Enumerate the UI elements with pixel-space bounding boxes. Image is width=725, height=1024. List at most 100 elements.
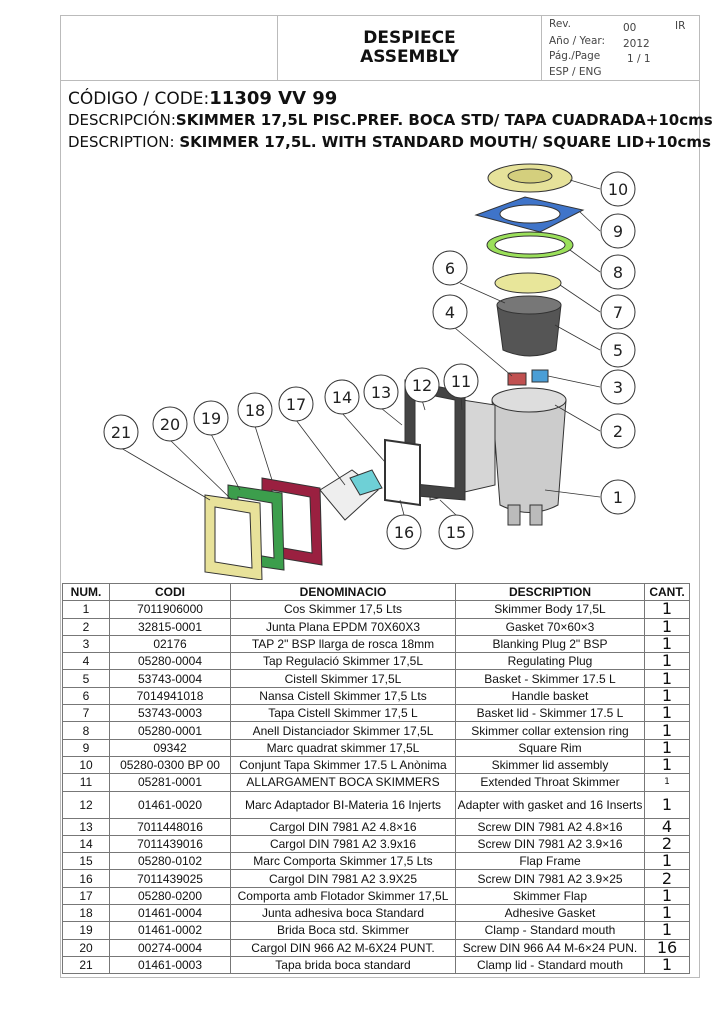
cell-num: 20 [62,938,110,957]
callout-circle [324,379,360,415]
cell-description: Skimmer lid assembly [455,755,645,775]
callout-circle [600,413,636,449]
rev-label: Rev. [549,18,572,30]
cell-cant: 1 [644,686,690,706]
cell-denominacio: Cargol DIN 7981 A2 4.8×16 [230,817,456,836]
callout-2: 2 [600,413,636,449]
descripcion-line: DESCRIPCIÓN:SKIMMER 17,5L PISC.PREF. BOC… [68,111,713,129]
cell-codi: 02176 [109,634,231,654]
cell-codi: 01461-0020 [109,790,231,819]
callout-11: 11 [443,363,479,399]
callout-circle [443,363,479,399]
cell-description: Gasket 70×60×3 [455,617,645,636]
divider [541,15,542,80]
cell-num: 7 [62,704,110,723]
year-value: 2012 [623,38,650,50]
cell-cant: 2 [644,869,690,888]
callout-18: 18 [237,392,273,428]
cell-num: 5 [62,669,110,688]
callout-3: 3 [600,369,636,405]
cell-codi: 09342 [109,738,231,757]
col-description: DESCRIPTION [455,582,645,602]
title-block: DESPIECE ASSEMBLY Rev. 00 IR Año / Year:… [60,15,700,81]
cell-description: Skimmer Body 17,5L [455,600,645,619]
code-line: CÓDIGO / CODE:11309 VV 99 [68,88,337,109]
cell-denominacio: Cos Skimmer 17,5 Lts [230,600,456,619]
callout-number: 5 [613,341,623,360]
cell-codi: 05280-0200 [109,886,231,906]
callout-circle [404,367,440,403]
cell-description: Screw DIN 7981 A2 4.8×16 [455,817,645,836]
cell-description: Regulating Plug [455,652,645,671]
cell-num: 16 [62,869,110,888]
cell-num: 2 [62,617,110,636]
cell-cant: 1 [644,704,690,723]
cell-description: Adhesive Gasket [455,904,645,923]
table-header-row: NUM. CODI DENOMINACIO DESCRIPTION CANT. [62,582,690,602]
callout-circle [600,332,636,368]
cell-codi: 53743-0004 [109,669,231,688]
callout-circle [432,250,468,286]
col-num: NUM. [62,582,110,602]
cell-codi: 01461-0002 [109,921,231,940]
page-value: 1 / 1 [627,53,651,65]
cell-num: 15 [62,852,110,871]
cell-codi: 7011448016 [109,817,231,836]
cell-description: Square Rim [455,738,645,757]
callout-circle [363,374,399,410]
cell-num: 4 [62,652,110,671]
callout-number: 9 [613,222,623,241]
cell-denominacio: Anell Distanciador Skimmer 17,5L [230,721,456,740]
parts-table: NUM. CODI DENOMINACIO DESCRIPTION CANT. … [62,582,690,975]
col-denominacio: DENOMINACIO [230,582,456,602]
cell-cant: 1 [644,790,690,819]
callout-9: 9 [600,213,636,249]
cell-num: 19 [62,921,110,940]
cell-description: Blanking Plug 2" BSP [455,634,645,654]
cell-num: 12 [62,790,110,819]
cell-cant: 1 [644,669,690,688]
cell-codi: 05280-0001 [109,721,231,740]
callout-circle [103,414,139,450]
cell-description: Flap Frame [455,852,645,871]
callout-number: 17 [286,395,306,414]
cell-num: 9 [62,738,110,757]
callout-5: 5 [600,332,636,368]
cell-cant: 1 [644,773,690,792]
flap-frame [384,438,421,507]
cell-cant: 1 [644,600,690,619]
callout-19: 19 [193,400,229,436]
cell-cant: 1 [644,904,690,923]
cell-cant: 1 [644,886,690,906]
callout-number: 18 [245,401,265,420]
cell-description: Basket lid - Skimmer 17.5 L [455,704,645,723]
cell-num: 6 [62,686,110,706]
callout-number: 3 [613,378,623,397]
cell-num: 18 [62,904,110,923]
language-label: ESP / ENG [549,66,602,78]
cell-num: 17 [62,886,110,906]
cell-denominacio: Nansa Cistell Skimmer 17,5 Lts [230,686,456,706]
cell-denominacio: Cargol DIN 7981 A2 3.9X25 [230,869,456,888]
cell-denominacio: Brida Boca std. Skimmer [230,921,456,940]
cell-cant: 1 [644,755,690,775]
cell-description: Handle basket [455,686,645,706]
cell-denominacio: Cistell Skimmer 17,5L [230,669,456,688]
cell-denominacio: Marc Adaptador BI-Materia 16 Injerts [230,790,456,819]
cell-denominacio: Junta adhesiva boca Standard [230,904,456,923]
cell-description: Skimmer collar extension ring [455,721,645,740]
page-label: Pág./Page [549,50,601,62]
cell-codi: 7014941018 [109,686,231,706]
descripcion-label: DESCRIPCIÓN: [68,111,176,129]
cell-num: 10 [62,755,110,775]
cell-cant: 4 [644,817,690,836]
callout-number: 6 [445,259,455,278]
cell-denominacio: Marc quadrat skimmer 17,5L [230,738,456,757]
